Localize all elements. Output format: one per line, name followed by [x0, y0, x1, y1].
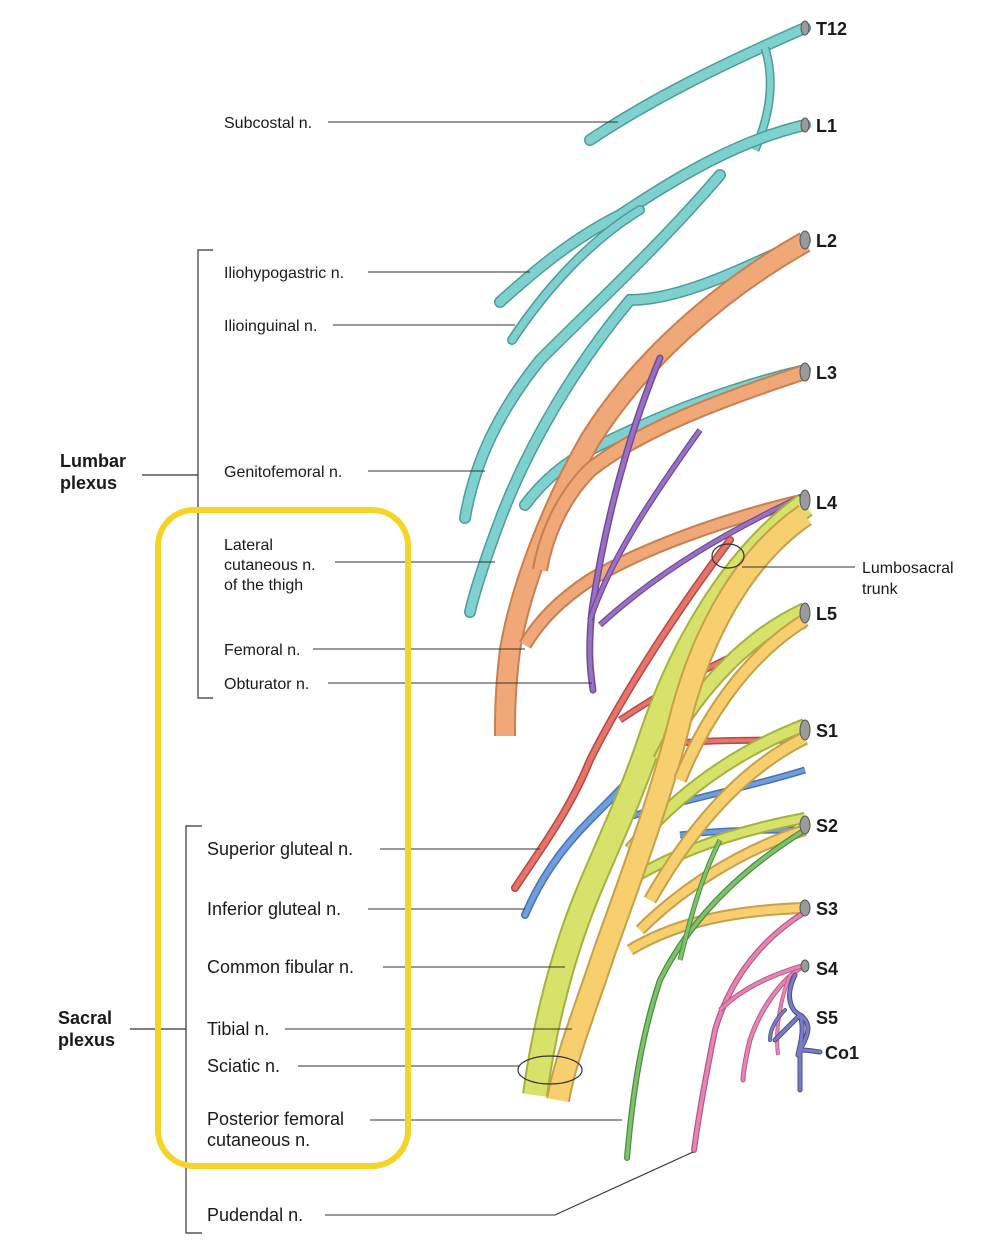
sacral-plexus-label-line2: plexus [58, 1030, 115, 1050]
root-label-s2: S2 [816, 816, 838, 836]
root-label-s5: S5 [816, 1008, 838, 1028]
root-label-s4: S4 [816, 959, 838, 979]
label-tibial: Tibial n. [207, 1019, 269, 1039]
label-posterior-femoral-line2: cutaneous n. [207, 1130, 310, 1150]
ilioinguinal-nerve [507, 205, 645, 345]
label-inferior-gluteal: Inferior gluteal n. [207, 899, 341, 919]
coccygeal-nerves [768, 972, 823, 1093]
root-label-co1: Co1 [825, 1043, 859, 1063]
root-label-s3: S3 [816, 899, 838, 919]
root-label-l5: L5 [816, 604, 837, 624]
label-obturator: Obturator n. [224, 676, 309, 693]
root-labels: T12 L1 L2 L3 L4 L5 S1 S2 S3 S4 S5 Co1 [816, 19, 859, 1063]
label-lumbosacral-trunk-line1: Lumbosacral [862, 560, 954, 577]
group-labels: Lumbar plexus Sacral plexus [58, 451, 126, 1050]
tibial-nerve [546, 505, 812, 1103]
root-label-l3: L3 [816, 363, 837, 383]
genitofemoral-nerve [459, 169, 726, 524]
label-lateral-cutaneous-line2: cutaneous n. [224, 557, 316, 574]
label-subcostal: Subcostal n. [224, 115, 312, 132]
label-pudendal: Pudendal n. [207, 1205, 303, 1225]
label-genitofemoral: Genitofemoral n. [224, 464, 342, 481]
root-label-s1: S1 [816, 721, 838, 741]
lumbosacral-trunk-marker [711, 543, 745, 569]
nerve-paths [459, 20, 823, 1161]
label-common-fibular: Common fibular n. [207, 957, 354, 977]
pudendal-nerve [691, 909, 808, 1153]
sacral-plexus-label-line1: Sacral [58, 1008, 112, 1028]
label-femoral: Femoral n. [224, 642, 300, 659]
label-lateral-cutaneous-line1: Lateral [224, 537, 273, 554]
label-iliohypogastric: Iliohypogastric n. [224, 265, 344, 282]
nerve-labels: Subcostal n. Iliohypogastric n. Ilioingu… [207, 115, 954, 1225]
root-label-l2: L2 [816, 231, 837, 251]
subcostal-nerve [584, 22, 811, 146]
root-stumps [799, 20, 811, 973]
femoral-nerve [494, 232, 811, 737]
posterior-femoral-cutaneous-nerve [624, 827, 808, 1161]
iliohypogastric-nerve [494, 119, 811, 308]
sciatic-marker [517, 1055, 583, 1085]
obturator-nerve [586, 354, 807, 694]
root-label-l4: L4 [816, 493, 837, 513]
lumbar-plexus-label-line2: plexus [60, 473, 117, 493]
label-lumbosacral-trunk-line2: trunk [862, 581, 899, 598]
root-label-l1: L1 [816, 116, 837, 136]
label-lateral-cutaneous-line3: of the thigh [224, 577, 303, 594]
label-superior-gluteal: Superior gluteal n. [207, 839, 353, 859]
label-sciatic: Sciatic n. [207, 1056, 280, 1076]
group-brackets [130, 249, 213, 1234]
lateral-cutaneous-nerve [464, 234, 811, 618]
root-label-t12: T12 [816, 19, 847, 39]
leader-lines [285, 121, 855, 1216]
label-posterior-femoral-line1: Posterior femoral [207, 1109, 344, 1129]
label-ilioinguinal: Ilioinguinal n. [224, 318, 317, 335]
highlight-box [155, 507, 411, 1169]
lumbar-plexus-label-line1: Lumbar [60, 451, 126, 471]
